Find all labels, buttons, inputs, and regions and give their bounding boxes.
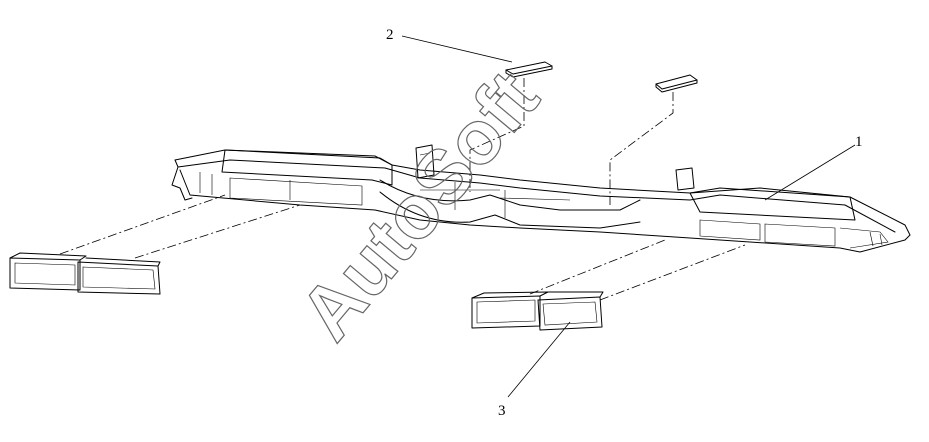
outlet-duct-left-b (77, 257, 161, 295)
outlet-duct-right-b (537, 291, 604, 331)
watermark-text: AutoSoft (284, 56, 555, 356)
callout-2: 2 (386, 27, 394, 43)
top-cap-left (505, 61, 553, 78)
callout-1: 1 (855, 134, 863, 150)
top-cap-right (655, 74, 698, 93)
main-air-duct-assembly (171, 144, 911, 253)
outlet-duct-right-a (471, 291, 549, 329)
callout-3: 3 (498, 403, 506, 419)
leader-lines (401, 35, 856, 398)
outlet-duct-left-a (9, 252, 87, 291)
alignment-lines (59, 78, 746, 301)
